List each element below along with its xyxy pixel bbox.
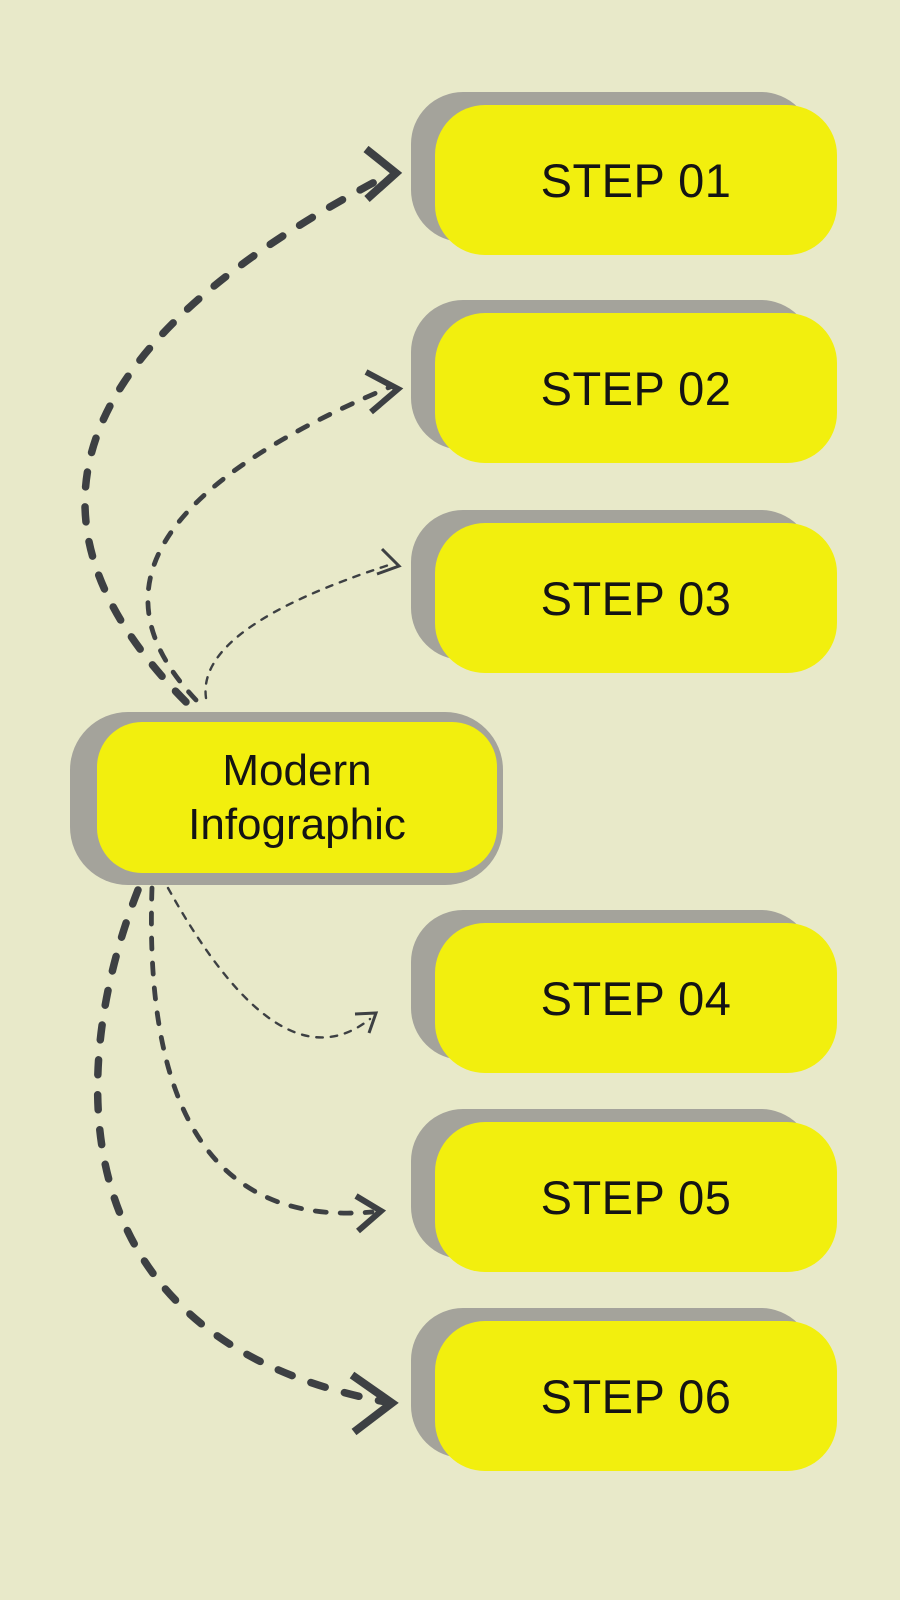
arrow-curve xyxy=(149,885,375,1216)
step-face: STEP 06 xyxy=(435,1321,837,1471)
arrow-to-step-01 xyxy=(81,145,403,706)
arrow-curve xyxy=(145,384,393,703)
arrow-curve xyxy=(81,171,392,706)
arrow-to-step-02 xyxy=(145,369,404,703)
step-label: STEP 05 xyxy=(540,1170,732,1224)
step-face: STEP 05 xyxy=(435,1122,837,1272)
arrow-to-step-04 xyxy=(166,886,379,1039)
arrow-curve xyxy=(93,886,390,1406)
center-title-line1: Modern xyxy=(222,745,372,795)
arrow-curve xyxy=(204,562,394,700)
arrowhead-icon xyxy=(364,369,404,415)
step-face: STEP 04 xyxy=(435,923,837,1073)
step-node-05: STEP 05 xyxy=(411,1109,837,1272)
arrow-to-step-05 xyxy=(149,885,387,1234)
step-label: STEP 06 xyxy=(540,1369,732,1423)
arrowhead-icon xyxy=(363,145,403,202)
step-label: STEP 03 xyxy=(540,571,732,625)
arrow-to-step-06 xyxy=(93,886,399,1436)
step-node-03: STEP 03 xyxy=(411,510,837,673)
step-node-02: STEP 02 xyxy=(411,300,837,463)
step-node-01: STEP 01 xyxy=(411,92,837,255)
step-node-06: STEP 06 xyxy=(411,1308,837,1471)
step-face: STEP 01 xyxy=(435,105,837,255)
center-title-line2: Infographic xyxy=(188,799,406,849)
center-node-face: Modern Infographic xyxy=(97,722,497,873)
arrowhead-icon xyxy=(354,1011,379,1034)
arrowhead-icon xyxy=(376,547,402,576)
step-face: STEP 03 xyxy=(435,523,837,673)
arrowhead-icon xyxy=(349,1371,399,1436)
arrow-curve xyxy=(166,886,372,1039)
arrow-to-step-03 xyxy=(204,547,402,700)
step-label: STEP 02 xyxy=(540,361,732,415)
arrowhead-icon xyxy=(354,1193,387,1234)
center-node: Modern Infographic xyxy=(70,712,503,885)
step-node-04: STEP 04 xyxy=(411,910,837,1073)
step-face: STEP 02 xyxy=(435,313,837,463)
step-label: STEP 04 xyxy=(540,971,732,1025)
step-label: STEP 01 xyxy=(540,153,732,207)
